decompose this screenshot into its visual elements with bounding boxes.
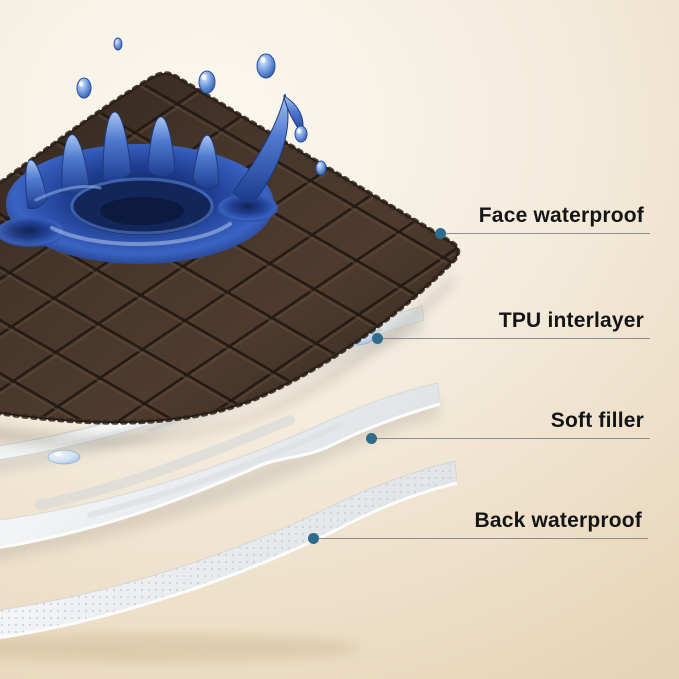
callout-label: Soft filler	[550, 409, 644, 432]
water-splash	[0, 37, 327, 264]
callout-back-waterproof: Back waterproof	[308, 504, 648, 544]
splash-crown	[25, 93, 304, 210]
flying-droplets	[76, 37, 327, 176]
back-waterproof-layer	[0, 460, 458, 640]
leader-dot	[308, 533, 319, 544]
leader-dot	[435, 228, 446, 239]
ground-shadow	[0, 634, 360, 662]
leader-dot	[372, 333, 383, 344]
soft-filler-layer	[0, 382, 441, 550]
callout-label: Back waterproof	[474, 509, 642, 532]
callout-label: TPU interlayer	[498, 309, 644, 332]
callout-tpu-interlayer: TPU interlayer	[372, 304, 650, 344]
callout-label: Face waterproof	[478, 204, 644, 227]
leader-dot	[366, 433, 377, 444]
callout-face-waterproof: Face waterproof	[435, 199, 650, 239]
callout-soft-filler: Soft filler	[366, 404, 650, 444]
